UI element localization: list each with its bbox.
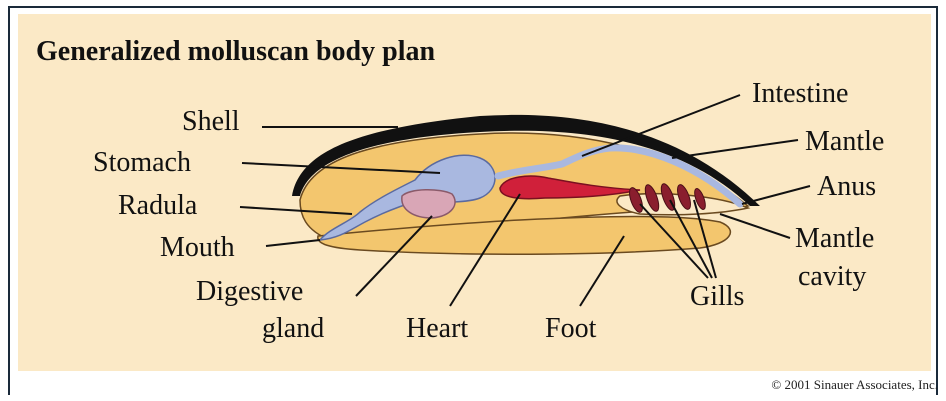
label-digestive: Digestive [196, 277, 303, 307]
mouth-leader [266, 240, 320, 246]
label-mantle-cavity-2: cavity [798, 262, 866, 292]
label-mantle: Mantle [805, 127, 884, 157]
diagram-title: Generalized molluscan body plan [36, 36, 435, 68]
label-anus: Anus [817, 172, 876, 202]
label-gills: Gills [690, 282, 744, 312]
label-intestine: Intestine [752, 79, 848, 109]
label-radula: Radula [118, 191, 197, 221]
label-gland: gland [262, 314, 324, 344]
copyright-notice: © 2001 Sinauer Associates, Inc. [771, 377, 938, 393]
label-shell: Shell [182, 107, 240, 137]
anus-leader [742, 186, 810, 204]
label-heart: Heart [406, 314, 468, 344]
mantle-leader [672, 140, 798, 158]
label-stomach: Stomach [93, 148, 191, 178]
label-mouth: Mouth [160, 233, 235, 263]
label-foot: Foot [545, 314, 596, 344]
label-mantle-cavity-1: Mantle [795, 224, 874, 254]
